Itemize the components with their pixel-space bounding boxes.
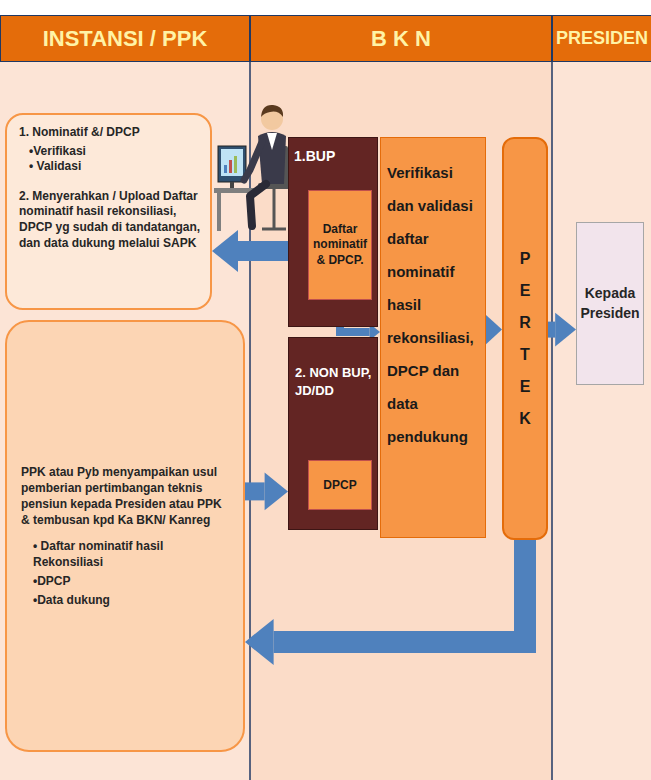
node-text: Daftar nominatif & DPCP. — [312, 222, 368, 269]
arrow-shaft — [274, 540, 525, 642]
flow-arrow — [548, 313, 576, 347]
monitor-stand — [230, 182, 234, 188]
node-text: •DPCP — [21, 573, 229, 589]
column-ground — [552, 62, 651, 780]
node-text: Kepada Presiden — [580, 284, 639, 323]
monitor-screen — [221, 149, 243, 176]
node-text: Verifikasi dan validasi daftar nominatif… — [387, 156, 479, 453]
node-text: • Validasi — [19, 159, 202, 175]
monitor — [218, 146, 246, 182]
arrow-head — [265, 473, 288, 511]
leg — [250, 184, 266, 226]
column-header: B K N — [250, 15, 552, 62]
document-box: DPCP — [308, 460, 372, 510]
node-text: 2. Menyerahkan / Upload Daftar nominatif… — [19, 189, 202, 251]
hair — [261, 105, 283, 117]
node-text: 1.BUP — [294, 148, 372, 164]
screen-bar — [234, 156, 237, 173]
flow-arrow — [245, 473, 288, 511]
flow-arrow — [486, 315, 502, 344]
arrow-shaft — [548, 322, 555, 338]
node-text: INSTANSI / PPK — [43, 26, 208, 52]
worker-illustration — [214, 105, 290, 231]
arrow-shaft — [238, 241, 288, 261]
arm — [244, 142, 262, 180]
node-text: DPCP — [323, 477, 356, 493]
node-text: 2. NON BUP, JD/DD — [295, 364, 372, 399]
column-ground — [0, 62, 250, 780]
node-text: PERTEK — [517, 243, 533, 435]
node-text: B K N — [371, 26, 431, 52]
column-divider — [249, 15, 251, 780]
chair-foot — [262, 228, 286, 231]
node-text: •Data dukung — [21, 592, 229, 608]
node-text: PRESIDEN — [556, 28, 648, 49]
document-box: Daftar nominatif & DPCP. — [308, 190, 372, 300]
process-box: 1. Nominatif &/ DPCP •Verifikasi• Validas… — [5, 113, 212, 310]
arrow-head — [212, 230, 238, 272]
result-box: PERTEK — [502, 137, 548, 540]
column-divider — [551, 15, 553, 780]
column-ground — [250, 62, 552, 780]
node-text: 1. Nominatif &/ DPCP — [19, 125, 202, 141]
screen-bar — [224, 165, 227, 173]
desk-leg — [217, 193, 221, 231]
screen-bar — [229, 160, 232, 173]
column-header: INSTANSI / PPK — [0, 15, 250, 62]
column-header: PRESIDEN — [552, 15, 651, 62]
process-box: PPK atau Pyb menyampaikan usul pemberian… — [5, 320, 245, 752]
arrow-shaft — [245, 482, 265, 500]
arrow-head — [245, 619, 274, 665]
flow-arrow — [245, 540, 525, 665]
category-box: 1.BUP Daftar nominatif & DPCP. — [288, 137, 378, 327]
shirt — [267, 133, 277, 150]
node-text: •Verifikasi — [19, 144, 202, 160]
process-box: Verifikasi dan validasi daftar nominatif… — [380, 137, 486, 538]
arrow-head — [486, 315, 502, 344]
recipient-box: Kepada Presiden — [576, 222, 644, 385]
chair-leg — [273, 189, 276, 228]
node-text: PPK atau Pyb menyampaikan usul pemberian… — [21, 464, 229, 529]
category-box: 2. NON BUP, JD/DD DPCP — [288, 337, 378, 530]
arrow-head — [555, 313, 576, 347]
flow-arrow — [212, 230, 288, 272]
node-text: • Daftar nominatif hasil Rekonsiliasi — [21, 538, 229, 570]
